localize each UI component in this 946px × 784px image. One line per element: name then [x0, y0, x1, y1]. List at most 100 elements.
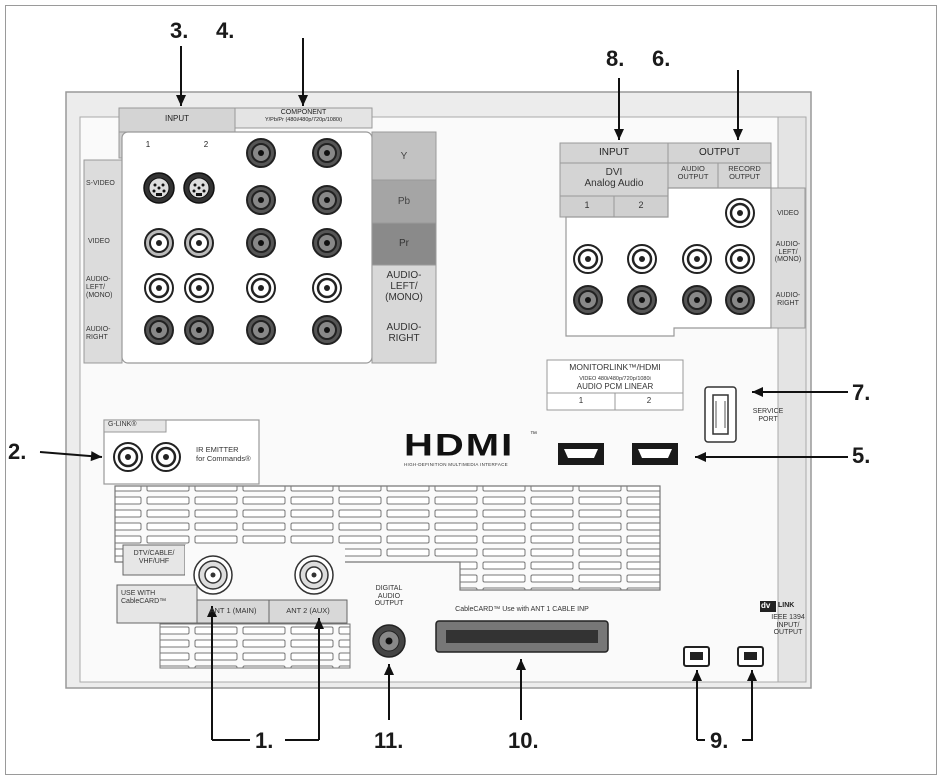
ieee-port-1 — [683, 646, 710, 667]
arrow-9b — [747, 670, 757, 690]
ant2-label-box — [268, 599, 348, 624]
arrow-1a — [207, 606, 217, 640]
ant2-connector — [294, 555, 334, 595]
audio-right-jack-2 — [184, 315, 214, 345]
record-output-label: RECORD OUTPUT — [728, 164, 761, 182]
dtv-label-box — [122, 544, 186, 576]
left-row-audio-right: AUDIO- RIGHT — [86, 326, 111, 342]
audio-output-left-jack — [682, 244, 712, 274]
ant1-label: ANT 1 (MAIN) — [209, 606, 257, 615]
arrow-8 — [614, 78, 624, 140]
monitorlink-title: MONITORLINK™/HDMI — [569, 362, 661, 372]
arrow-1b — [314, 618, 324, 640]
dv-link: LINK — [778, 602, 795, 609]
cablecard-label: USE WITH CableCARD™ — [121, 590, 167, 606]
video-jack-2 — [184, 228, 214, 258]
ir-emitter-label: IR EMITTER for Commands® — [196, 445, 251, 463]
ant1-connector — [193, 555, 233, 595]
comp-pb-box — [371, 179, 437, 224]
left-row-video: VIDEO — [88, 238, 110, 245]
callout-5: 5. — [852, 443, 871, 468]
dv-logo: dv — [761, 601, 771, 610]
callout-2: 2. — [8, 439, 27, 464]
component-header: COMPONENT — [280, 109, 327, 116]
dvi-audio-left-jack-2 — [627, 244, 657, 274]
left-row-audio-left: AUDIO- LEFT/ (MONO) — [86, 276, 113, 300]
monitorlink-sub1: VIDEO 480i/480p/720p/1080i — [579, 376, 651, 382]
record-audio-right-jack — [725, 285, 755, 315]
rca-jacks — [113, 138, 755, 472]
ant2-label: ANT 2 (AUX) — [286, 606, 330, 615]
hdmi-tm: ™ — [530, 431, 537, 438]
dvi-num-2: 2 — [638, 200, 644, 210]
hdmi-tagline: HIGH-DEFINITION MULTIMEDIA INTERFACE — [404, 462, 508, 467]
audio-output-label: AUDIO OUTPUT — [677, 164, 709, 182]
cablecard-slot-label: CableCARD™ Use with ANT 1 CABLE INP — [455, 606, 589, 613]
right-row-video: VIDEO — [777, 210, 799, 217]
digital-audio-label: DIGITAL AUDIO OUTPUT — [374, 585, 404, 608]
left-input-header: INPUT — [165, 114, 189, 123]
digital-audio-jack — [372, 624, 406, 658]
comp-y-box — [371, 131, 437, 181]
outer-frame — [5, 5, 937, 775]
audio-output-box — [667, 162, 719, 189]
cablecard-slot — [435, 620, 609, 653]
monitorlink-num-1: 1 — [578, 396, 584, 405]
dvi-box — [559, 162, 669, 197]
callout-10: 10. — [508, 728, 539, 753]
glink-label-box — [103, 419, 167, 433]
arrow-9a — [692, 670, 702, 690]
svideo-jack-1 — [143, 172, 175, 204]
callout-3: 3. — [170, 18, 189, 43]
right-output-header: OUTPUT — [698, 147, 741, 158]
component-jack-8 — [312, 273, 342, 303]
comp-y-label: Y — [400, 151, 408, 162]
audio-left-jack-1 — [144, 273, 174, 303]
arrow-2 — [39, 451, 103, 462]
callout-8: 8. — [606, 46, 625, 71]
component-jack-5 — [246, 228, 276, 258]
glink-label: G-LINK® — [108, 421, 137, 428]
cablecard-label-box — [116, 584, 198, 624]
svideo-jack-2 — [183, 172, 215, 204]
callout-1: 1. — [255, 728, 274, 753]
ieee-label: IEEE 1394 INPUT/ OUTPUT — [771, 614, 805, 637]
left-input-num-2: 2 — [203, 140, 209, 149]
comp-audio-right-label: AUDIO- RIGHT — [386, 322, 422, 344]
comp-pb-label: Pb — [397, 196, 411, 207]
service-port-label: SERVICE PORT — [752, 408, 784, 423]
callout-4: 4. — [216, 18, 235, 43]
callout-7: 7. — [852, 380, 871, 405]
dvi-audio-left-jack-1 — [573, 244, 603, 274]
right-row-audio-left: AUDIO- LEFT/ (MONO) — [774, 241, 802, 264]
audio-right-jack-1 — [144, 315, 174, 345]
record-video-jack — [725, 198, 755, 228]
callout-arrows — [39, 38, 848, 741]
component-header-box — [234, 107, 373, 129]
record-audio-left-jack — [725, 244, 755, 274]
arrow-10 — [516, 659, 526, 720]
left-label-column — [83, 159, 123, 364]
dvi-num-1: 1 — [584, 200, 590, 210]
arrow-5 — [695, 452, 848, 462]
comp-pr-label: Pr — [399, 238, 409, 249]
audio-left-jack-2 — [184, 273, 214, 303]
monitorlink-num-2: 2 — [646, 396, 652, 405]
component-jack-3 — [246, 185, 276, 215]
component-jack-2 — [312, 138, 342, 168]
record-output-box — [717, 162, 772, 189]
left-row-svideo: S-VIDEO — [86, 180, 115, 187]
right-row-audio-right: AUDIO- RIGHT — [775, 292, 801, 307]
dvi-label: DVI Analog Audio — [584, 167, 644, 189]
ir-emitter-jack — [151, 442, 181, 472]
monitorlink-sub2: AUDIO PCM LINEAR — [576, 382, 654, 391]
hdmi-port-2 — [632, 443, 678, 465]
dtv-label: DTV/CABLE/ VHF/UHF — [133, 550, 175, 565]
glink-jack — [113, 442, 143, 472]
comp-audio-box — [371, 264, 437, 364]
input-header-box — [118, 107, 236, 133]
component-jack-9 — [246, 315, 276, 345]
line-9c — [742, 690, 753, 741]
